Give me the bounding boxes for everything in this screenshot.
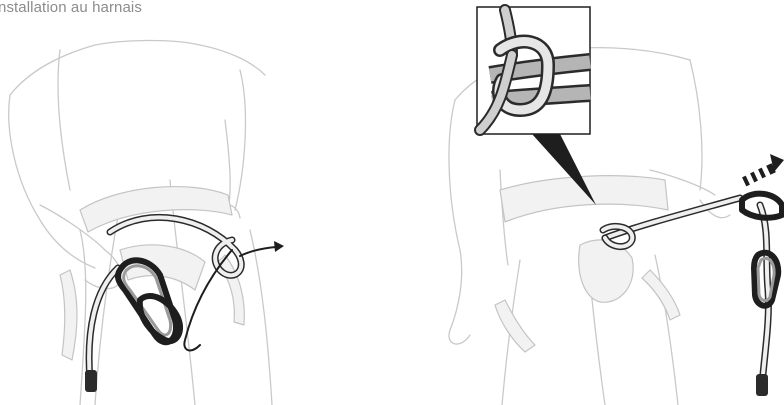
left-panel [9,40,284,405]
knot-detail-inset [477,7,596,205]
pull-direction-arrow-icon [742,154,784,186]
lanyard-rope-right [603,198,768,396]
climber-body-left [9,40,272,405]
pull-arrow-icon [240,241,284,256]
rope-end-cap-right [756,374,768,396]
rope-end-cap-left [85,370,97,392]
right-panel [449,7,784,405]
lanyard-rope-left [85,217,241,392]
harness-right [495,176,680,352]
